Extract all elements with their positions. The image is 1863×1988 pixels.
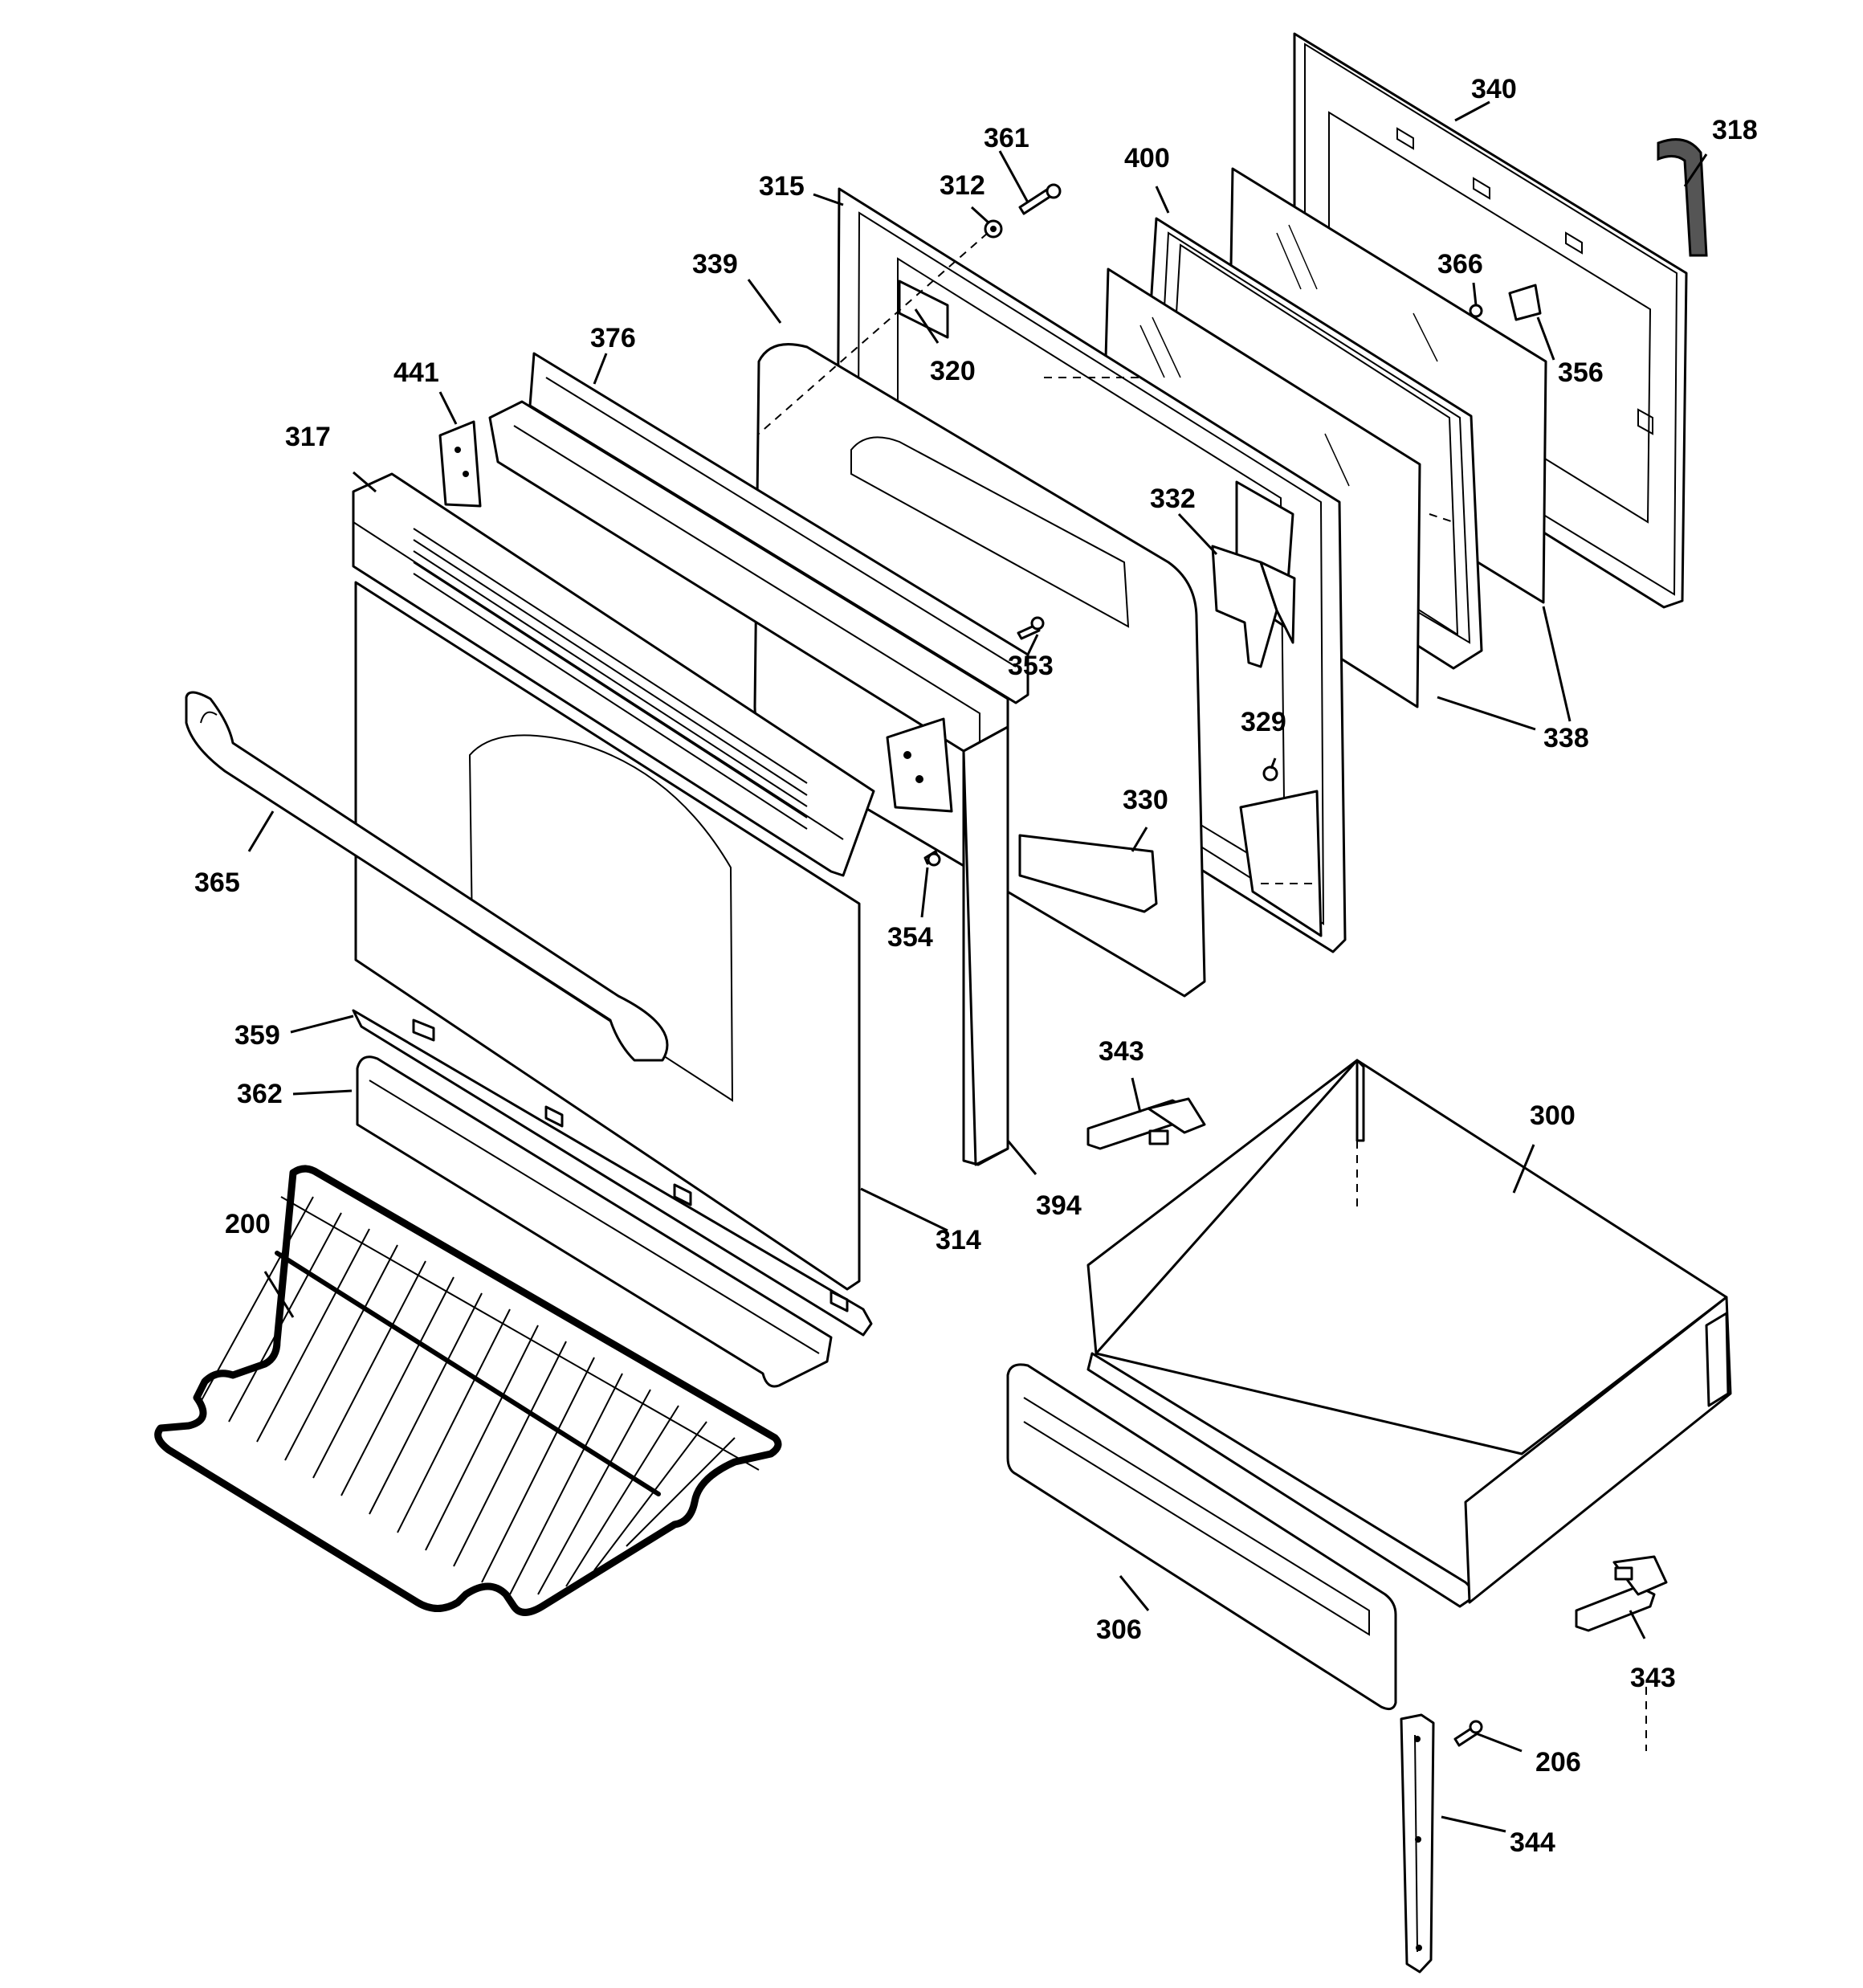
callout-300: 300: [1530, 1100, 1576, 1131]
part-332-vent-bracket: [1211, 545, 1296, 668]
callout-332: 332: [1150, 484, 1196, 514]
callout-359: 359: [234, 1020, 280, 1051]
callout-338a: 338: [1543, 723, 1589, 753]
callout-314: 314: [936, 1225, 981, 1255]
callout-330: 330: [1123, 785, 1168, 815]
callout-317: 317: [285, 422, 331, 452]
part-343-drawer-roller-right: [1575, 1555, 1668, 1632]
callout-354: 354: [887, 922, 933, 953]
part-306-drawer-front: [1006, 1363, 1397, 1711]
callout-320: 320: [930, 356, 976, 386]
callout-365: 365: [194, 867, 240, 898]
part-330-panel-strip: [1018, 834, 1158, 913]
callout-312: 312: [940, 170, 985, 201]
callout-labels: 200 206 300 306 312 314 315 317 318 320 …: [194, 74, 1758, 1858]
callout-315: 315: [759, 171, 805, 202]
callout-400: 400: [1124, 143, 1170, 173]
part-362-lower-trim: [356, 1055, 833, 1388]
part-344-drawer-slide-rail: [1400, 1713, 1435, 1974]
callout-376: 376: [590, 323, 636, 353]
fasteners: [923, 183, 1542, 1747]
part-300-storage-drawer: [1086, 1059, 1732, 1608]
leader-lines: [247, 100, 1708, 1833]
part-314-outer-door-panel: [354, 581, 861, 1291]
part-317-vent-trim: [352, 472, 875, 877]
callout-206: 206: [1535, 1747, 1581, 1778]
callout-394: 394: [1036, 1190, 1082, 1221]
part-365-door-handle: [185, 691, 669, 1062]
part-343-drawer-roller-left: [1086, 1097, 1206, 1150]
callout-340: 340: [1471, 74, 1517, 104]
part-359-bottom-trim: [352, 1009, 873, 1337]
callout-306: 306: [1096, 1614, 1142, 1645]
part-441-hinge-bracket: [438, 420, 482, 508]
callout-353: 353: [1008, 651, 1054, 681]
callout-361: 361: [984, 123, 1029, 153]
part-200-oven-rack: [154, 1165, 782, 1616]
callout-339: 339: [692, 249, 738, 280]
callout-343a: 343: [1099, 1036, 1144, 1067]
callout-441: 441: [393, 357, 439, 388]
callout-200: 200: [225, 1209, 271, 1239]
callout-344: 344: [1510, 1827, 1555, 1858]
part-318-door-gasket: [1657, 138, 1708, 257]
callout-318: 318: [1712, 115, 1758, 145]
part-door-outer-frame: [488, 400, 1009, 1166]
callout-356: 356: [1558, 357, 1604, 388]
part-394-side-hinge: [886, 717, 953, 813]
callout-366: 366: [1437, 249, 1483, 280]
callout-362: 362: [237, 1079, 283, 1109]
alignment-lines: [758, 232, 1647, 1751]
callout-343b: 343: [1630, 1663, 1676, 1693]
part-376-top-channel: [528, 352, 1029, 704]
callout-329: 329: [1241, 707, 1286, 737]
